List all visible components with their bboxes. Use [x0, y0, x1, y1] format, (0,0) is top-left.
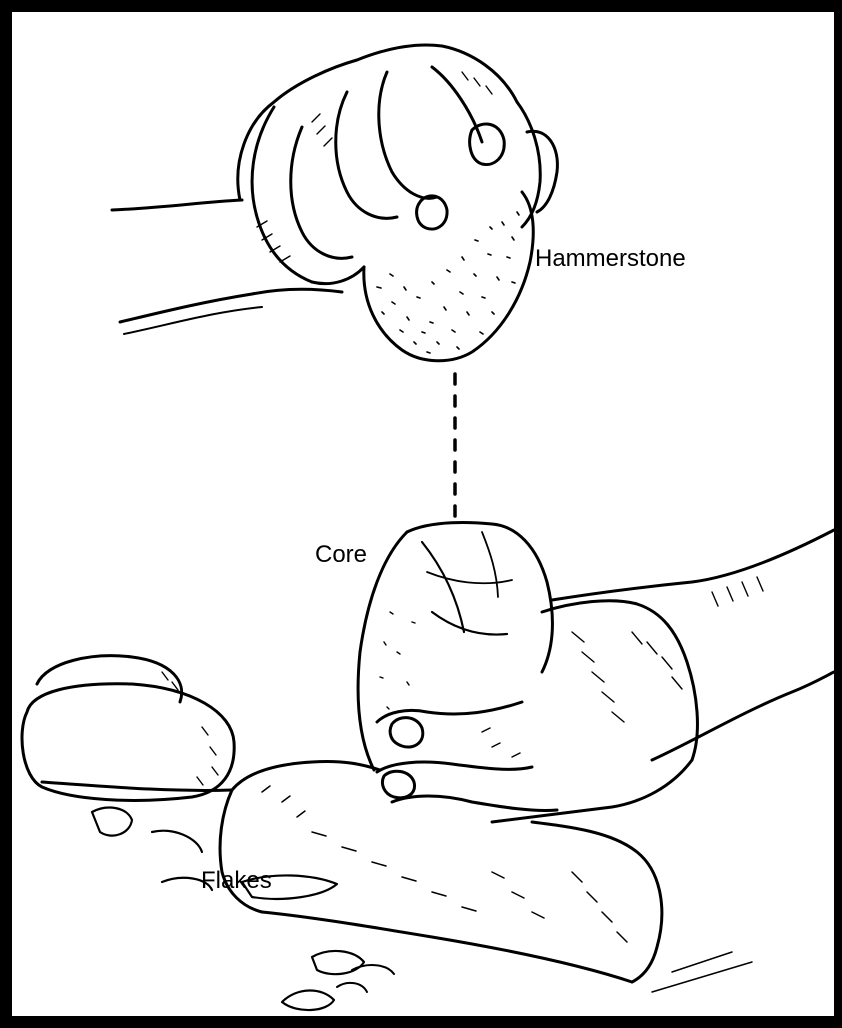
flakes-label: Flakes	[201, 869, 272, 893]
upper-hand-with-hammerstone	[112, 45, 557, 361]
anvil-rocks	[22, 656, 752, 1010]
lower-hand-with-core	[358, 522, 834, 822]
hammerstone-label: Hammerstone	[535, 247, 686, 271]
illustration-frame: Hammerstone Core Flakes	[12, 12, 834, 1016]
stone-knapping-illustration	[12, 12, 834, 1016]
core-label: Core	[315, 543, 367, 567]
